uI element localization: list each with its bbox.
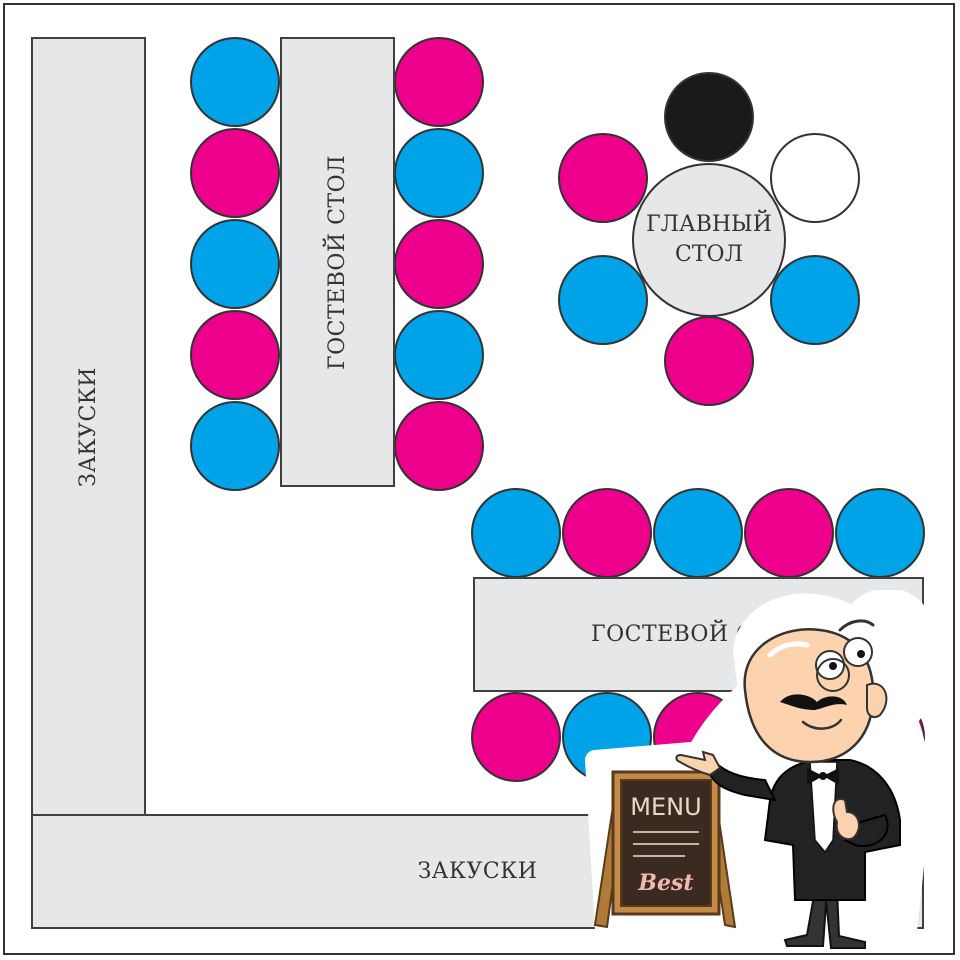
menu-board-best: Best (637, 870, 693, 896)
guest-table-1-chair-left (190, 401, 280, 491)
guest-table-1-label: ГОСТЕВОЙ СТОЛ (325, 154, 350, 370)
waiter-with-menu-illustration: MENU Best (585, 590, 941, 949)
guest-table-1-chair-right (394, 37, 484, 127)
guest-table-1-chair-right (394, 401, 484, 491)
guest-table-2-chair-top (835, 488, 925, 578)
main-table-label-line2: СТОЛ (675, 242, 743, 267)
main-table-chair (664, 72, 754, 162)
main-table-chair (558, 133, 648, 223)
guest-table-1: ГОСТЕВОЙ СТОЛ (280, 37, 395, 487)
guest-table-1-chair-right (394, 219, 484, 309)
diagram-frame (3, 3, 955, 955)
main-table-chair (770, 133, 860, 223)
main-table-label-line1: ГЛАВНЫЙ (646, 212, 772, 237)
snacks-table-vertical-label: ЗАКУСКИ (76, 367, 101, 487)
guest-table-1-chair-right (394, 128, 484, 218)
guest-table-2-chair-top (471, 488, 561, 578)
guest-table-2-chair-top (744, 488, 834, 578)
guest-table-2-chair-top (562, 488, 652, 578)
menu-board-title: MENU (630, 793, 701, 821)
guest-table-1-chair-left (190, 219, 280, 309)
main-table: ГЛАВНЫЙ СТОЛ (632, 163, 786, 317)
main-table-chair (664, 316, 754, 406)
snacks-table-vertical: ЗАКУСКИ (31, 37, 146, 817)
main-table-chair (770, 255, 860, 345)
waiter (675, 619, 901, 949)
guest-table-2-chair-top (653, 488, 743, 578)
guest-table-1-chair-right (394, 310, 484, 400)
guest-table-1-chair-left (190, 310, 280, 400)
main-table-chair (558, 255, 648, 345)
guest-table-1-chair-left (190, 128, 280, 218)
snacks-table-horizontal-label: ЗАКУСКИ (417, 859, 538, 884)
guest-table-2-chair-bottom (471, 692, 561, 782)
guest-table-1-chair-left (190, 37, 280, 127)
menu-board: MENU Best (593, 770, 737, 929)
